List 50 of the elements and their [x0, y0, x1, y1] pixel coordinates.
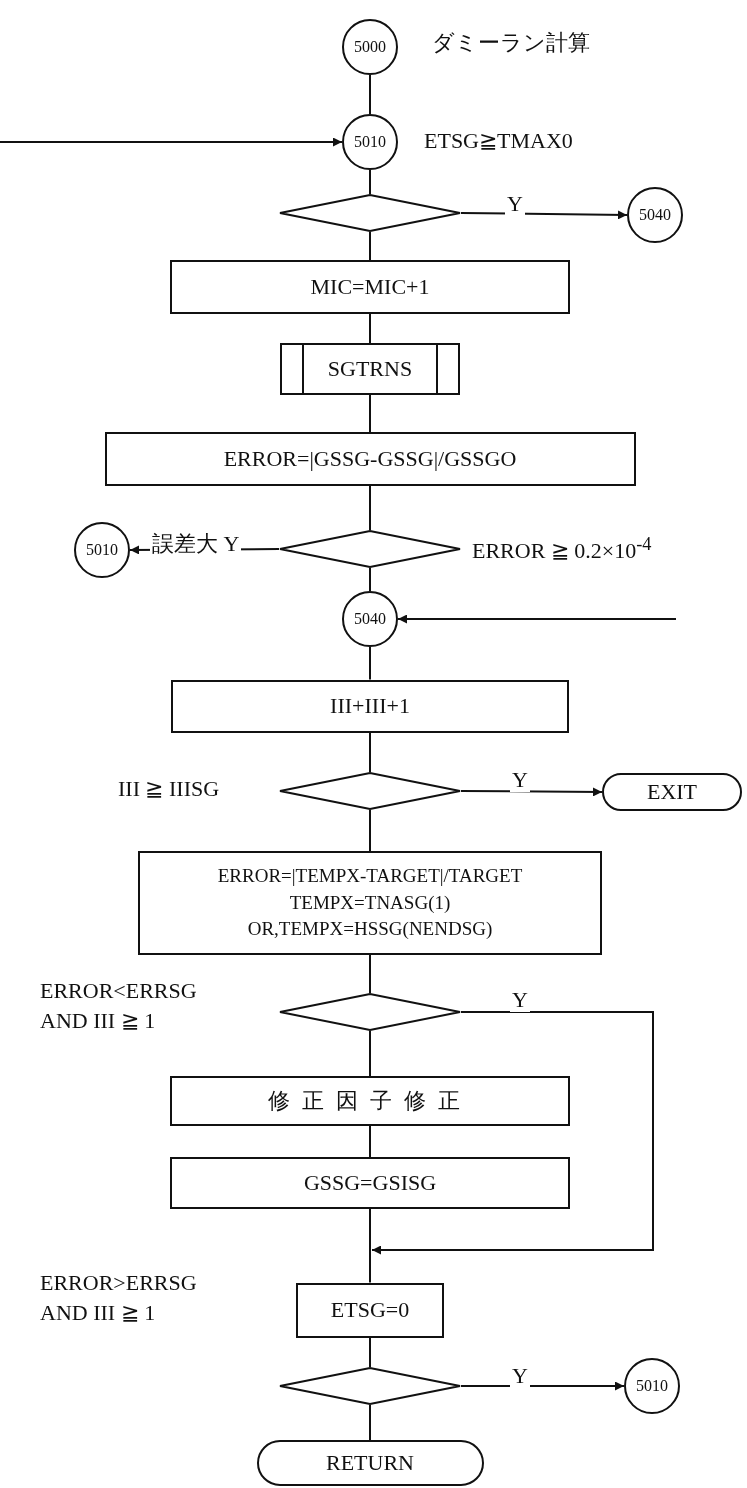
- arrow: [460, 210, 628, 220]
- connector-circle: 5010: [74, 522, 130, 578]
- condition-label: ダミーラン計算: [432, 29, 591, 57]
- terminal-box: EXIT: [602, 773, 742, 811]
- process-box: MIC=MIC+1: [170, 260, 570, 314]
- arrow: [0, 137, 343, 147]
- connector-line: [369, 485, 371, 531]
- decision-diamond: [279, 194, 461, 232]
- connector-line: [369, 1336, 371, 1368]
- edge-label: 誤差大 Y: [150, 532, 242, 557]
- process-box: GSSG=GSISG: [170, 1157, 570, 1209]
- decision-diamond: [279, 530, 461, 568]
- condition-label: ERROR>ERRSG AND III ≧ 1: [40, 1269, 198, 1327]
- connector-line: [369, 1030, 371, 1077]
- arrow: [460, 1381, 625, 1391]
- decision-diamond: [279, 772, 461, 810]
- connector-line: [369, 1404, 371, 1441]
- connector-line: [369, 954, 371, 994]
- connector-line: [369, 231, 371, 261]
- connector-circle: 5010: [624, 1358, 680, 1414]
- process-box: ERROR=|GSSG-GSSG|/GSSGO: [104, 432, 636, 486]
- connector-circle: 5040: [627, 187, 683, 243]
- decision-diamond: [279, 1367, 461, 1405]
- arrow: [460, 787, 603, 797]
- arrow: [371, 1011, 654, 1255]
- arrow: [397, 614, 677, 624]
- process-box: ETSG=0: [296, 1282, 444, 1338]
- condition-label: ERROR ≧ 0.2×10$^{-4}$: [472, 533, 653, 566]
- connector-line: [369, 169, 371, 195]
- connector-line: [369, 394, 371, 433]
- process-box: III+III+1: [171, 679, 569, 733]
- condition-label: ERROR<ERRSG AND III ≧ 1: [40, 977, 198, 1035]
- decision-diamond: [279, 993, 461, 1031]
- terminal-box: RETURN: [256, 1440, 484, 1486]
- condition-label: ETSG≧TMAX0: [424, 127, 574, 155]
- connector-line: [369, 809, 371, 852]
- process-box: 修正因子修正: [170, 1076, 570, 1126]
- condition-label: III ≧ IIISG: [118, 775, 221, 803]
- process-box: ERROR=|TEMPX-TARGET|/TARGET TEMPX=TNASG(1) OR,TEMPX=HSSG(NENDSG): [138, 851, 602, 955]
- connector-line: [369, 646, 371, 681]
- connector-line: [369, 731, 371, 773]
- connector-circle: 5040: [342, 591, 398, 647]
- connector-circle: 5010: [342, 114, 398, 170]
- connector-line: [369, 1125, 371, 1158]
- subroutine-box: SGTRNS: [280, 343, 460, 395]
- connector-line: [369, 313, 371, 344]
- connector-line: [369, 1208, 371, 1284]
- connector-line: [369, 567, 371, 592]
- connector-line: [369, 74, 371, 115]
- connector-circle: 5000: [342, 19, 398, 75]
